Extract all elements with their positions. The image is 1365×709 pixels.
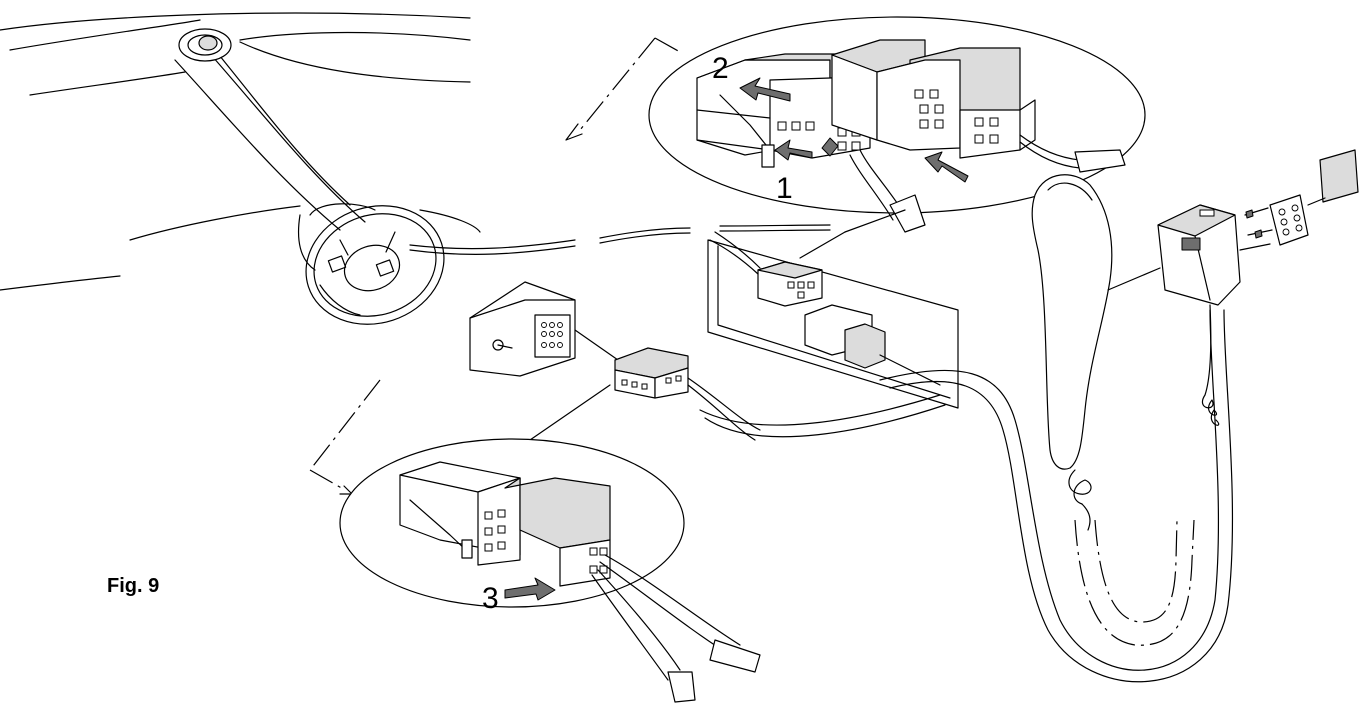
radio-iso-pins	[541, 322, 563, 348]
main-cable	[879, 309, 1234, 683]
steering-wheel	[305, 205, 445, 325]
arrow-step-2	[739, 77, 791, 102]
detail3-left-pins	[484, 509, 506, 552]
adapter-pins	[621, 375, 682, 390]
car-radio	[469, 281, 619, 377]
detail3-right-pins	[589, 547, 608, 574]
step-1-label: 1	[776, 172, 793, 205]
interior-light	[178, 28, 232, 62]
detail-connectors-1-2: 2 1	[648, 16, 1146, 233]
right-connector-pins	[914, 89, 999, 144]
arrow-push	[924, 151, 969, 183]
figure-label: Fig. 9	[107, 575, 159, 597]
arrow-step-3	[504, 577, 556, 601]
bracket-holes	[1278, 204, 1303, 236]
dash-cable	[409, 224, 831, 255]
step-2-label: 2	[712, 52, 729, 85]
handset-cradle	[1157, 204, 1241, 426]
leader-top	[565, 37, 681, 141]
panel-connector-pins	[787, 281, 815, 299]
arrow-step-1	[774, 139, 813, 161]
step-3-label: 3	[482, 582, 499, 615]
wall-bracket	[1239, 149, 1359, 251]
car-interior	[0, 12, 481, 291]
detail-connector-3: 3	[309, 379, 761, 703]
iso-adapter	[529, 347, 946, 441]
handset	[1031, 174, 1161, 531]
mounting-panel	[707, 209, 959, 409]
